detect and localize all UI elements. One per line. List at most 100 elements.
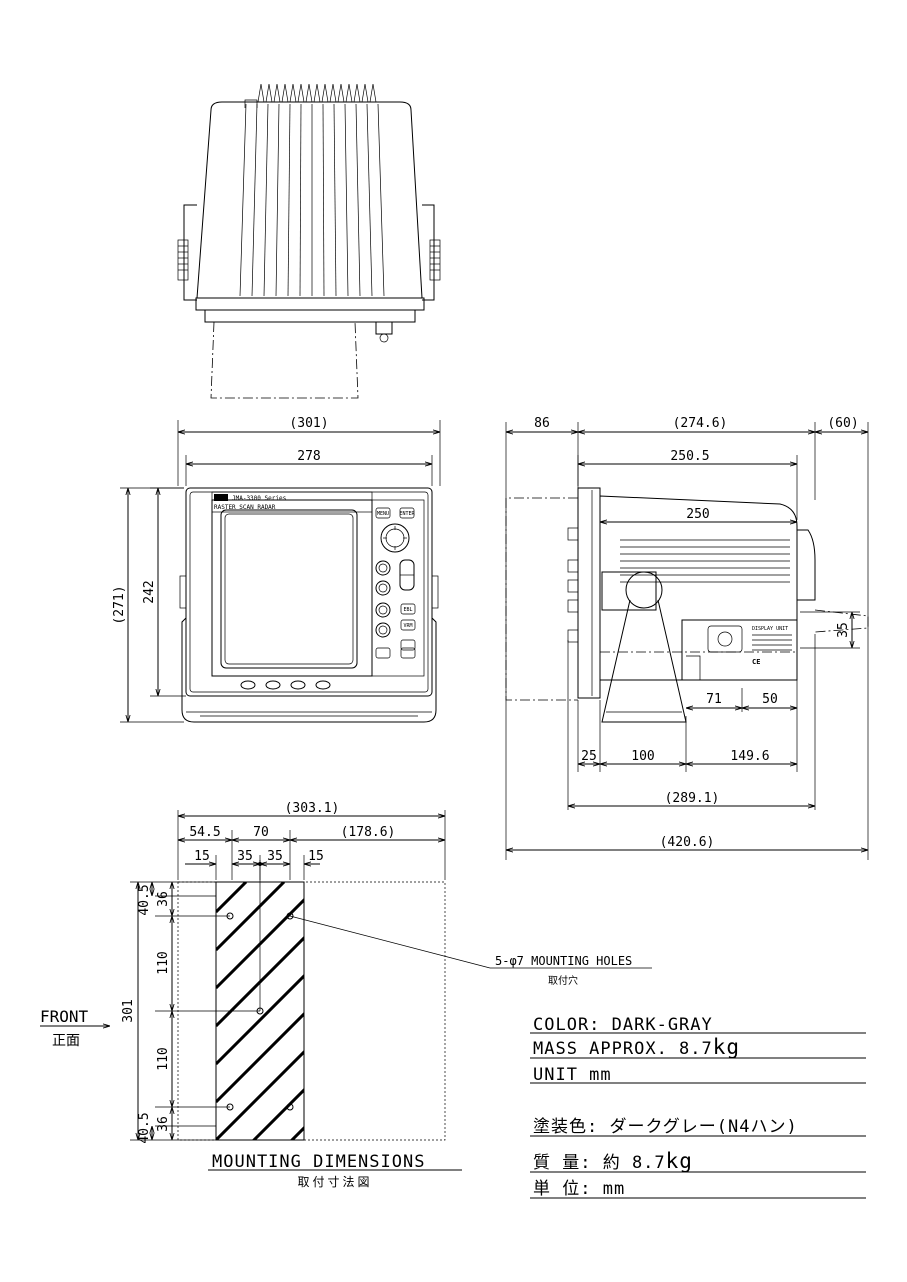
dim-mount-left: 54.5 bbox=[189, 825, 220, 840]
mounting-hole bbox=[286, 912, 294, 920]
tx-key bbox=[400, 647, 416, 659]
dim-front-overall-width: (301) bbox=[289, 416, 328, 431]
softkey-2 bbox=[265, 680, 281, 690]
dim-mount-right: (178.6) bbox=[341, 825, 396, 840]
note-unit: UNIT mm bbox=[533, 1065, 612, 1085]
rear-knobs bbox=[567, 527, 579, 643]
mounting-title: MOUNTING DIMENSIONS bbox=[212, 1152, 425, 1172]
dim-side-depth: (274.6) bbox=[673, 416, 728, 431]
dim-mount-36b: 36 bbox=[156, 1116, 171, 1132]
vrm-key bbox=[400, 619, 416, 631]
front-label-ja: 正面 bbox=[52, 1033, 80, 1049]
enter-key bbox=[399, 507, 415, 519]
dim-mount-110b: 110 bbox=[156, 1047, 171, 1070]
rear-clearance bbox=[505, 497, 578, 701]
note-unit-ja: 単 位: mm bbox=[533, 1179, 625, 1199]
bracket-left-top bbox=[177, 204, 197, 301]
nameplate-title: DISPLAY UNIT bbox=[752, 626, 788, 632]
front-bracket bbox=[181, 617, 437, 723]
dim-side-25: 25 bbox=[581, 749, 597, 764]
control-panel bbox=[371, 499, 425, 677]
holes-label-ja: 取付穴 bbox=[548, 974, 578, 987]
side-view: 86 (274.6) (60) 250.5 250 35 bbox=[505, 416, 869, 860]
front-bezel bbox=[185, 487, 433, 697]
mounting-title-ja: 取付寸法図 bbox=[297, 1175, 372, 1189]
product-name: RASTER SCAN RADAR bbox=[214, 504, 276, 511]
brill-knob-icon bbox=[375, 622, 391, 638]
brand-series: JMA-3300 Series bbox=[232, 495, 287, 502]
ce-mark-icon: CE bbox=[752, 658, 760, 666]
dim-side-71: 71 bbox=[706, 692, 722, 707]
power-key bbox=[375, 647, 391, 659]
softkey-4 bbox=[315, 680, 331, 690]
dim-mount-110a: 110 bbox=[156, 951, 171, 974]
holes-label: 5-φ7 MOUNTING HOLES bbox=[495, 954, 632, 968]
top-ribs bbox=[239, 103, 385, 297]
dim-mount-overall: (303.1) bbox=[285, 801, 340, 816]
aux-key bbox=[400, 639, 416, 651]
dim-mount-15b: 15 bbox=[308, 849, 324, 864]
dim-side-50: 50 bbox=[762, 692, 778, 707]
note-color: COLOR: DARK-GRAY bbox=[533, 1015, 713, 1035]
enter-key-label: ENTER bbox=[399, 511, 415, 517]
dim-side-149: 149.6 bbox=[730, 749, 769, 764]
gain-knob-icon bbox=[375, 560, 391, 576]
cooling-fins bbox=[244, 83, 377, 108]
front-view: (301) 278 (271) 242 JMA-3300 Series RAST… bbox=[112, 416, 441, 723]
softkey-1 bbox=[240, 680, 256, 690]
dim-front-height: 242 bbox=[142, 580, 157, 603]
knob-housing bbox=[601, 571, 657, 611]
trackball-icon bbox=[380, 523, 410, 553]
bezel-lower bbox=[204, 309, 416, 323]
dim-mount-35a: 35 bbox=[237, 849, 253, 864]
vrm-key-label: VRM bbox=[403, 623, 412, 629]
dim-mount-40a: 40.5 bbox=[137, 884, 152, 915]
dim-side-height-35: 35 bbox=[836, 622, 851, 638]
dim-mount-total: 301 bbox=[121, 999, 136, 1022]
radar-screen bbox=[220, 509, 358, 669]
mounting-view: (303.1) 54.5 70 (178.6) 15 35 35 15 bbox=[40, 801, 652, 1189]
mounting-hole bbox=[286, 1103, 294, 1111]
side-fins bbox=[620, 539, 790, 583]
cable-phantom bbox=[814, 609, 869, 633]
front-label: FRONT bbox=[40, 1007, 89, 1026]
menu-key bbox=[375, 507, 391, 519]
softkey-3 bbox=[290, 680, 306, 690]
dim-side-rear: 86 bbox=[534, 416, 550, 431]
right-knob-bracket bbox=[431, 575, 439, 609]
nameplate bbox=[681, 619, 798, 681]
dim-side-inner: 250 bbox=[686, 507, 709, 522]
hatching bbox=[216, 882, 304, 1140]
note-mass-ja: 質 量: 約 8.7kg bbox=[533, 1149, 693, 1173]
dim-side-front: (60) bbox=[827, 416, 858, 431]
cabinet-top bbox=[196, 101, 423, 299]
front-panel-side bbox=[577, 487, 601, 699]
brand-logo bbox=[214, 494, 228, 501]
dim-front-overall-height: (271) bbox=[112, 585, 127, 624]
rear-cap bbox=[797, 529, 816, 601]
dim-mount-15a: 15 bbox=[194, 849, 210, 864]
note-color-ja: 塗装色: ダークグレー(N4ハン) bbox=[533, 1116, 798, 1137]
dim-mount-35b: 35 bbox=[267, 849, 283, 864]
knob-top bbox=[379, 333, 389, 343]
menu-key-label: MENU bbox=[377, 511, 389, 517]
dim-mount-mid: 70 bbox=[253, 825, 269, 840]
dim-side-420: (420.6) bbox=[660, 835, 715, 850]
dim-mount-36a: 36 bbox=[156, 891, 171, 907]
front-bezel-top bbox=[195, 297, 425, 311]
cabinet-side bbox=[599, 495, 798, 681]
dim-mount-40b: 40.5 bbox=[137, 1112, 152, 1143]
sea-knob-icon bbox=[375, 580, 391, 596]
ebl-key bbox=[400, 603, 416, 615]
ebl-key-label: EBL bbox=[403, 607, 412, 613]
connector-top bbox=[375, 321, 393, 335]
dim-side-289: (289.1) bbox=[665, 791, 720, 806]
bracket-knob-icon bbox=[625, 571, 663, 609]
dim-side-100: 100 bbox=[631, 749, 654, 764]
stand-phantom bbox=[210, 321, 359, 399]
dim-front-width: 278 bbox=[297, 449, 320, 464]
stand-side bbox=[601, 599, 687, 723]
nameplate-port bbox=[707, 625, 743, 653]
trackball-inner-icon bbox=[385, 528, 405, 548]
